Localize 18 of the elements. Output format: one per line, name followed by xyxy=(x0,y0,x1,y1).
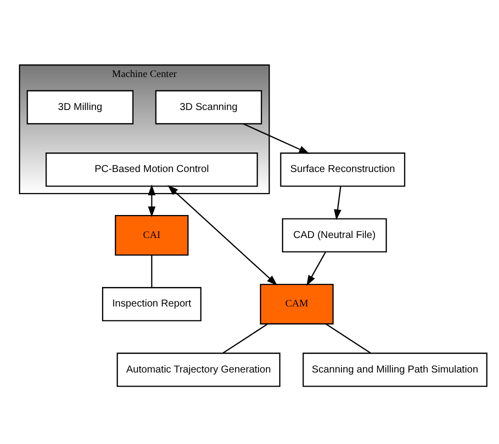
arrow xyxy=(243,123,310,154)
node-box: Surface Reconstruction xyxy=(280,152,406,187)
node-box: 3D Milling xyxy=(26,90,134,124)
node-box: CAM xyxy=(260,284,334,324)
node-box: PC-Based Motion Control xyxy=(46,152,258,187)
node-box: Inspection Report xyxy=(102,287,202,322)
node-box: Automatic Trajectory Generation xyxy=(116,352,280,387)
node-box: CAD (Neutral File) xyxy=(282,218,387,252)
node-box: CAI xyxy=(114,214,189,256)
arrow xyxy=(334,186,342,220)
arrow xyxy=(148,184,156,218)
connector xyxy=(222,324,268,354)
arrow xyxy=(306,252,326,286)
arrow xyxy=(168,185,278,286)
connector xyxy=(326,324,372,354)
node-box: 3D Scanning xyxy=(155,90,262,124)
connector xyxy=(151,255,152,288)
node-box: Scanning and Milling Path Simulation xyxy=(302,352,488,387)
